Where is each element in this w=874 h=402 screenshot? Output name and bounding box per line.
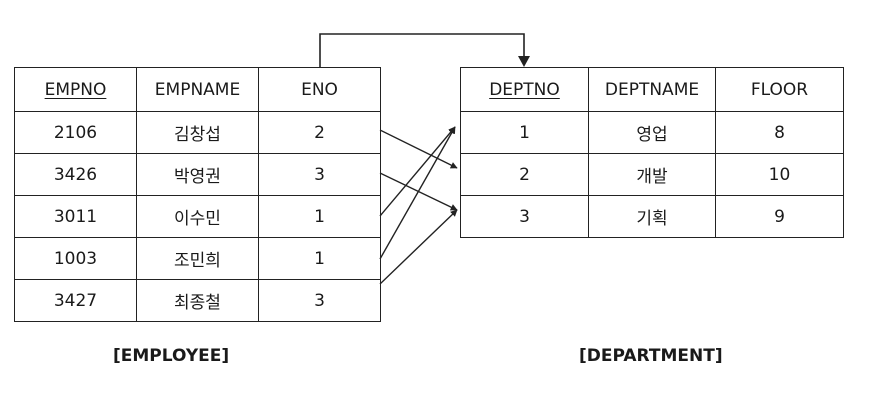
department-table: DEPTNO DEPTNAME FLOOR 1 영업 8 2 개발 10 3 기…: [460, 67, 844, 238]
department-header-floor: FLOOR: [715, 67, 844, 112]
department-row: 3 기획 9: [460, 195, 844, 238]
employee-row: 3427 최종철 3: [14, 279, 381, 322]
department-cell-floor: 9: [715, 195, 844, 238]
employee-cell-empname: 박영권: [136, 153, 259, 196]
department-caption: [DEPARTMENT]: [579, 346, 723, 366]
department-row: 1 영업 8: [460, 111, 844, 154]
employee-cell-empno: 2106: [14, 111, 137, 154]
department-cell-deptno: 1: [460, 111, 589, 154]
employee-cell-empname: 이수민: [136, 195, 259, 238]
department-header-row: DEPTNO DEPTNAME FLOOR: [460, 67, 844, 112]
employee-cell-eno: 1: [258, 237, 381, 280]
department-cell-deptno: 3: [460, 195, 589, 238]
employee-header-empno: EMPNO: [14, 67, 137, 112]
employee-caption: [EMPLOYEE]: [113, 346, 230, 366]
employee-table: EMPNO EMPNAME ENO 2106 김창섭 2 3426 박영권 3 …: [14, 67, 381, 322]
employee-cell-empno: 3427: [14, 279, 137, 322]
employee-cell-empname: 최종철: [136, 279, 259, 322]
mapping-line: [379, 126, 456, 217]
department-cell-deptno: 2: [460, 153, 589, 196]
employee-cell-eno: 3: [258, 279, 381, 322]
department-row: 2 개발 10: [460, 153, 844, 196]
fk-reference-arrowhead: [518, 56, 530, 67]
department-cell-deptname: 개발: [588, 153, 716, 196]
employee-row: 3426 박영권 3: [14, 153, 381, 196]
employee-cell-eno: 2: [258, 111, 381, 154]
employee-header-empname: EMPNAME: [136, 67, 259, 112]
employee-cell-empno: 1003: [14, 237, 137, 280]
employee-row: 1003 조민희 1: [14, 237, 381, 280]
fk-reference-connector: [319, 33, 525, 67]
employee-row: 3011 이수민 1: [14, 195, 381, 238]
employee-header-row: EMPNO EMPNAME ENO: [14, 67, 381, 112]
mapping-line: [379, 129, 458, 169]
employee-cell-empno: 3426: [14, 153, 137, 196]
mapping-line: [379, 209, 458, 285]
employee-row: 2106 김창섭 2: [14, 111, 381, 154]
department-cell-deptname: 영업: [588, 111, 716, 154]
department-cell-deptname: 기획: [588, 195, 716, 238]
row-mapping-lines: [379, 126, 458, 285]
mapping-line: [379, 126, 456, 260]
department-header-deptno: DEPTNO: [460, 67, 589, 112]
department-cell-floor: 8: [715, 111, 844, 154]
